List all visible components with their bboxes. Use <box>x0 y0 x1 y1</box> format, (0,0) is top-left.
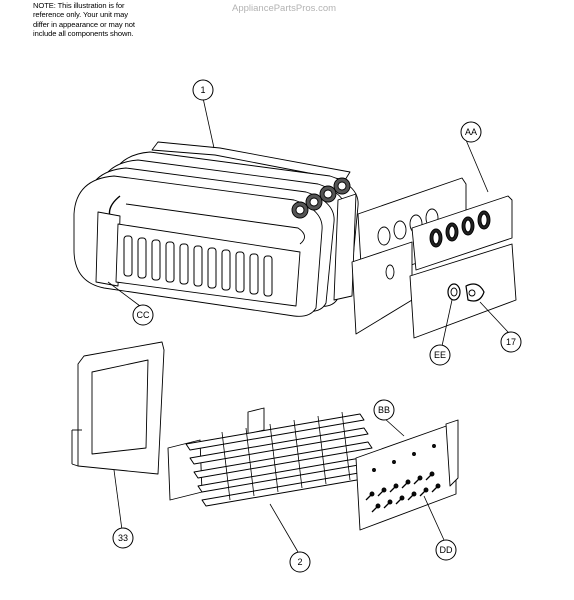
callout-17[interactable] <box>500 331 522 353</box>
callout-dd-label: DD <box>440 545 453 555</box>
disclaimer-note: NOTE: This illustration is for reference… <box>33 1 135 39</box>
callout-2-label: 2 <box>297 557 302 567</box>
callout-aa[interactable] <box>460 121 482 143</box>
callout-dd[interactable] <box>435 539 457 561</box>
collector-plates[interactable] <box>351 177 517 339</box>
callout-1-label: 1 <box>200 85 205 95</box>
heat-exchanger-assembly[interactable] <box>73 141 359 317</box>
leader-lines <box>107 97 509 553</box>
callout-aa-label: AA <box>465 127 477 137</box>
callout-33[interactable] <box>112 527 134 549</box>
callout-17-label: 17 <box>506 337 516 347</box>
frame-gasket[interactable] <box>71 341 165 475</box>
watermark-text: AppliancePartsPros.com <box>232 3 337 14</box>
callout-1[interactable] <box>192 79 214 101</box>
callout-2[interactable] <box>289 551 311 573</box>
callout-cc-label: CC <box>137 310 150 320</box>
callout-bb-label: BB <box>378 405 390 415</box>
secondary-heat-exchanger[interactable] <box>167 407 459 531</box>
callout-ee-label: EE <box>434 350 446 360</box>
callout-33-label: 33 <box>118 533 128 543</box>
callout-cc[interactable] <box>132 304 154 326</box>
callout-bb[interactable] <box>373 399 395 421</box>
callout-ee[interactable] <box>429 344 451 366</box>
